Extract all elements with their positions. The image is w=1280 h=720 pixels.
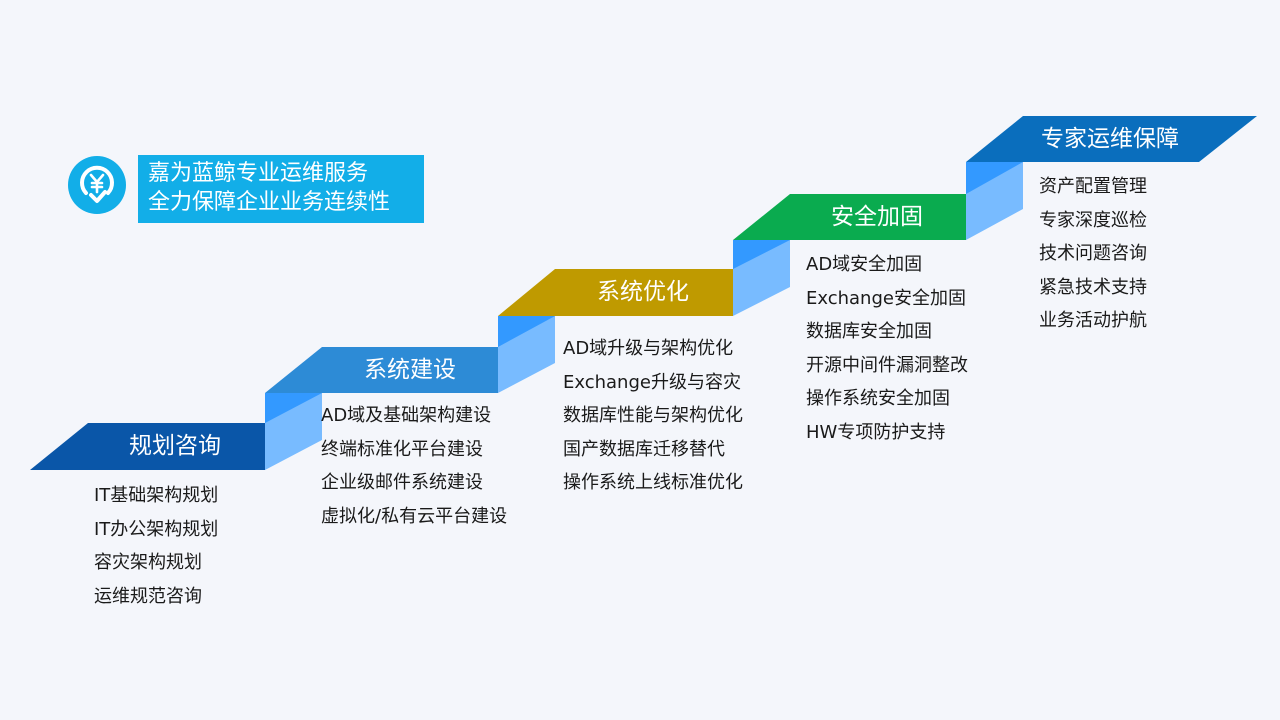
list-item: 操作系统安全加固	[806, 388, 950, 410]
step-list-4: AD域安全加固 Exchange安全加固 数据库安全加固 开源中间件漏洞整改 操…	[806, 248, 968, 450]
step-bar-3	[498, 269, 733, 316]
list-item: 数据库安全加固	[806, 321, 932, 343]
step-bar-2	[265, 347, 498, 393]
list-item: 技术问题咨询	[1039, 243, 1147, 265]
list-item: 操作系统上线标准优化	[563, 472, 743, 494]
list-item: 资产配置管理	[1039, 176, 1147, 197]
list-item: IT办公架构规划	[94, 518, 219, 540]
header-line-2: 全力保障企业业务连续性	[148, 190, 391, 215]
step-bar-1	[30, 423, 265, 470]
list-item: 企业级邮件系统建设	[321, 472, 483, 494]
list-item: 开源中间件漏洞整改	[806, 354, 968, 376]
list-item: 紧急技术支持	[1039, 276, 1147, 298]
list-item: 数据库性能与架构优化	[563, 405, 743, 427]
list-item: AD域安全加固	[806, 254, 923, 275]
step-bar-4	[733, 194, 966, 240]
list-item: HW专项防护支持	[806, 421, 946, 443]
yuan-check-icon	[68, 156, 126, 214]
list-item: IT基础架构规划	[94, 485, 219, 506]
list-item: 国产数据库迁移替代	[563, 438, 725, 460]
riser-4	[966, 162, 1023, 240]
header-banner: 嘉为蓝鲸专业运维服务 全力保障企业业务连续性	[138, 155, 424, 223]
riser-2	[498, 316, 555, 393]
list-item: AD域升级与架构优化	[563, 338, 734, 359]
step-list-1: IT基础架构规划 IT办公架构规划 容灾架构规划 运维规范咨询	[94, 479, 218, 613]
list-item: 运维规范咨询	[94, 585, 202, 607]
list-item: AD域及基础架构建设	[321, 405, 492, 426]
list-item: 终端标准化平台建设	[321, 438, 483, 460]
riser-3	[733, 240, 790, 316]
riser-1	[265, 393, 322, 470]
step-list-2: AD域及基础架构建设 终端标准化平台建设 企业级邮件系统建设 虚拟化/私有云平台…	[321, 399, 507, 533]
list-item: 专家深度巡检	[1039, 209, 1147, 231]
header-line-1: 嘉为蓝鲸专业运维服务	[148, 161, 369, 186]
step-title-3: 系统优化	[597, 279, 689, 305]
step-title-4: 安全加固	[831, 204, 923, 230]
list-item: 虚拟化/私有云平台建设	[321, 505, 508, 527]
list-item: Exchange升级与容灾	[563, 371, 741, 393]
step-list-5: 资产配置管理 专家深度巡检 技术问题咨询 紧急技术支持 业务活动护航	[1039, 170, 1147, 338]
step-title-5: 专家运维保障	[1041, 126, 1179, 152]
list-item: Exchange安全加固	[806, 287, 966, 309]
step-bar-5	[966, 116, 1257, 162]
step-list-3: AD域升级与架构优化 Exchange升级与容灾 数据库性能与架构优化 国产数据…	[563, 332, 743, 500]
list-item: 容灾架构规划	[94, 552, 202, 574]
list-item: 业务活动护航	[1039, 310, 1147, 332]
step-title-2: 系统建设	[364, 357, 456, 383]
step-title-1: 规划咨询	[129, 433, 221, 459]
